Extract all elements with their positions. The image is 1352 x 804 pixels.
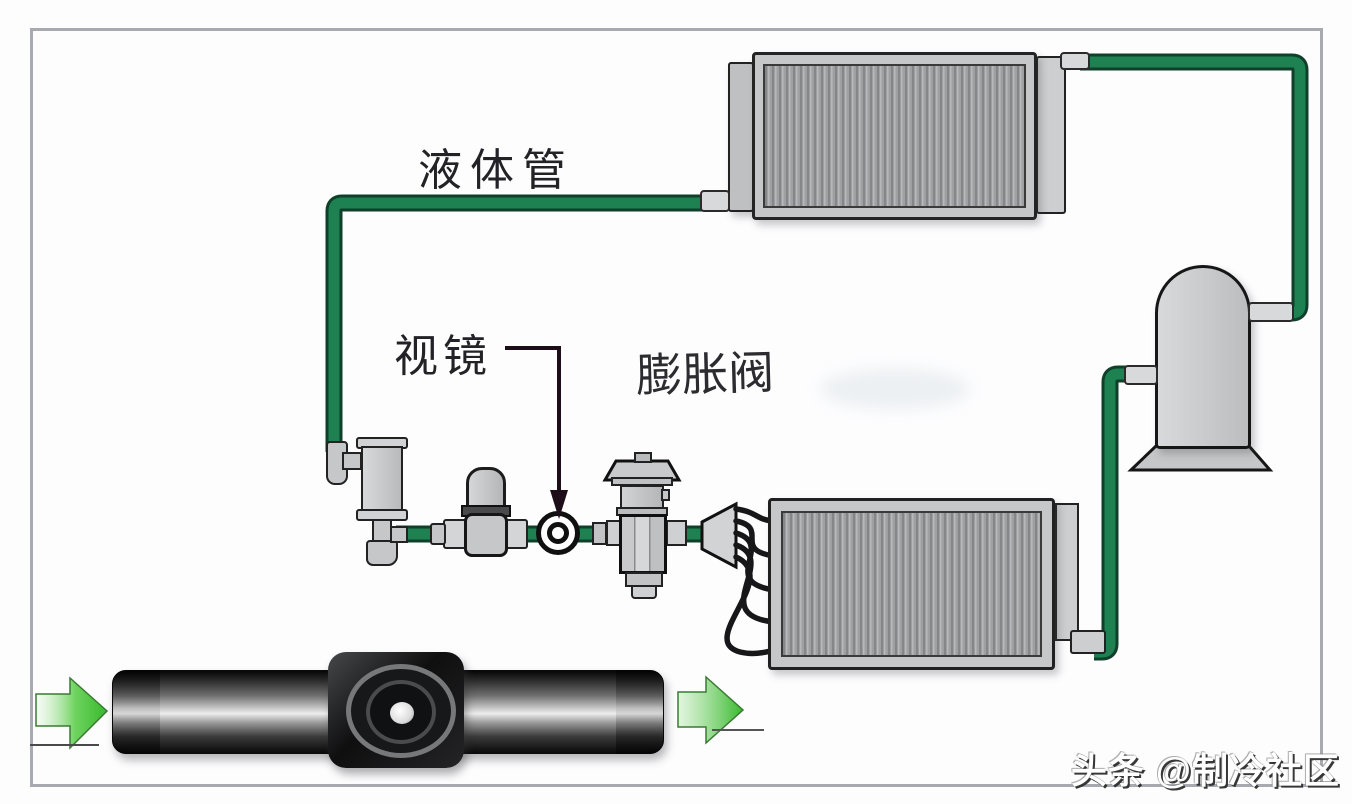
- faint-smudge: [820, 368, 970, 410]
- filter-drier-left-stub: [430, 523, 446, 545]
- filter-drier-body: [464, 513, 508, 557]
- expansion-valve-label: 膨胀阀: [635, 346, 775, 402]
- condenser-fins: [763, 64, 1026, 208]
- condenser-left-panel: [728, 62, 754, 212]
- pipe-fitting-tank-outlet: [1124, 365, 1158, 385]
- pipe-fitting-condenser-inlet: [1060, 52, 1090, 70]
- expansion-valve-left-coupler: [592, 522, 607, 545]
- expansion-valve-side-tab: [661, 489, 670, 501]
- diagram-border-frame: [30, 28, 1323, 787]
- elbow-fitting-top-stub: [342, 452, 362, 470]
- sight-glass-photo-right-cap: [616, 670, 664, 754]
- sight-glass-photo-glass-dot: [390, 702, 414, 724]
- expansion-valve-bottom-stub: [631, 585, 657, 599]
- pipe-fitting-condenser-outlet: [700, 190, 730, 212]
- sight-glass-photo-left-cap: [112, 670, 160, 754]
- expansion-valve-right-stub: [666, 520, 687, 546]
- sight-glass-symbol-inner: [547, 522, 569, 544]
- solenoid-valve: [361, 446, 403, 512]
- elbow-fitting-bottom-body: [366, 540, 398, 566]
- expansion-valve-knob: [634, 452, 652, 463]
- condenser-right-panel: [1036, 56, 1066, 214]
- watermark: 头条 @制冷社区: [1070, 750, 1340, 791]
- sight-glass-label: 视镜: [394, 332, 492, 381]
- evaporator-outlet-foot: [1070, 630, 1106, 654]
- elbow-fitting-bottom-stub: [390, 526, 408, 543]
- liquid-line-label: 液体管: [418, 146, 574, 195]
- receiver-tank: [1155, 265, 1251, 449]
- evaporator-right-panel: [1055, 503, 1079, 641]
- expansion-valve-upper-body: [620, 485, 664, 509]
- pipe-fitting-tank-inlet: [1248, 302, 1294, 322]
- evaporator-fins: [781, 511, 1042, 657]
- expansion-valve-body: [619, 514, 667, 574]
